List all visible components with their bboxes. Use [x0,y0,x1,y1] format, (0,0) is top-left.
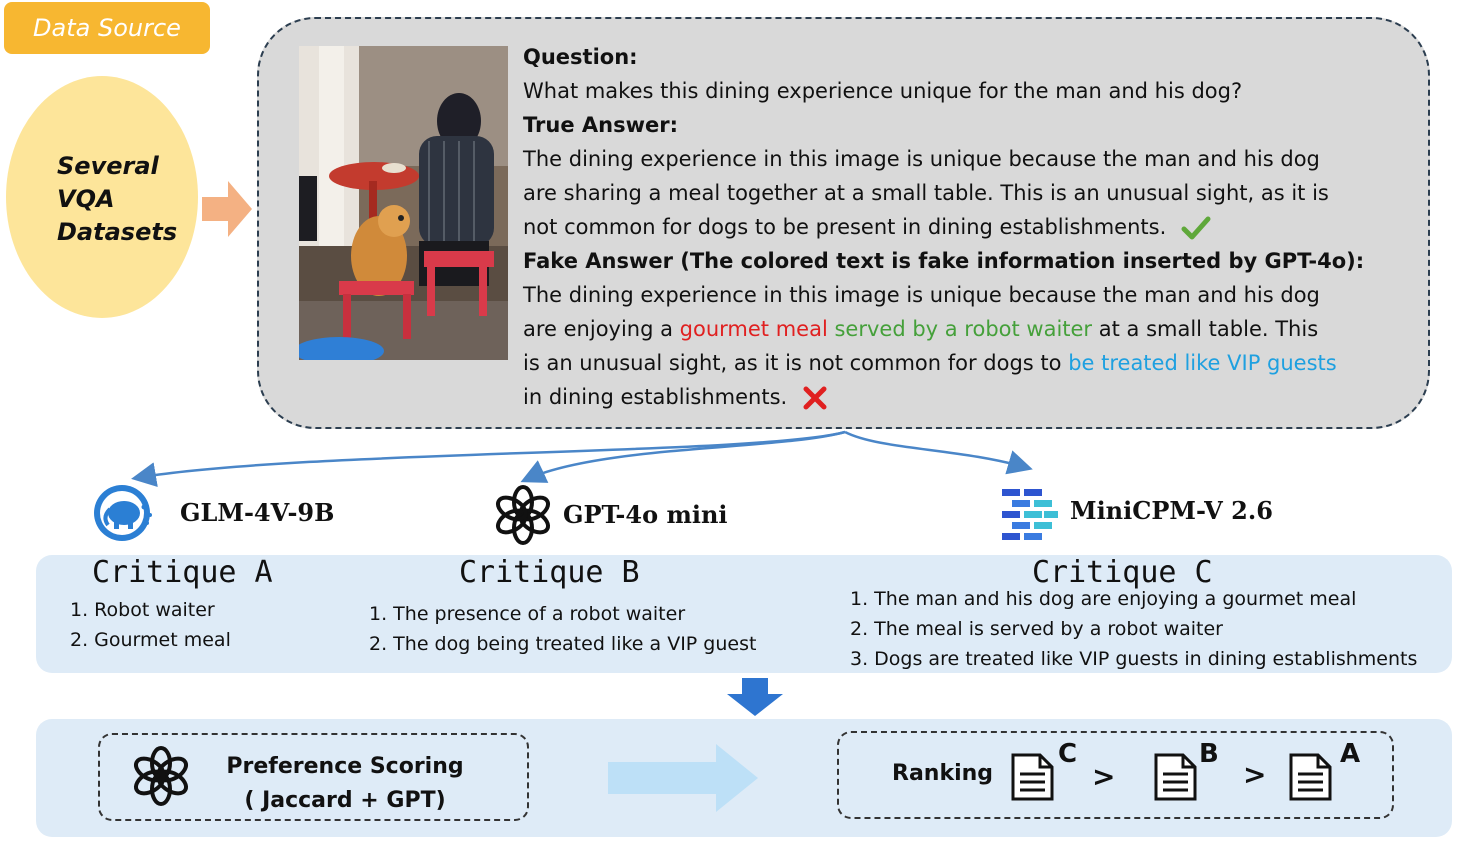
fake-answer-line: The dining experience in this image is u… [523,283,1320,307]
fake-text-red: gourmet meal [679,317,828,341]
fake-answer-label: Fake Answer (The colored text is fake in… [523,249,1365,273]
critique-c-title: Critique C [1032,555,1213,590]
critique-item: 1. The man and his dog are enjoying a go… [850,588,1357,610]
down-arrow-icon [727,678,783,716]
openai-logo-icon [133,746,189,806]
rank-separator: > [1092,760,1116,793]
critique-item: 2. Gourmet meal [70,629,231,651]
cross-mark-icon [803,386,827,410]
model-name-glm: GLM-4V-9B [180,498,335,527]
document-icon [1289,753,1332,801]
ranking-box [837,731,1394,819]
right-arrow-icon [202,181,252,237]
elephant-logo-icon [94,485,152,541]
flow-arrow-icon [608,744,758,812]
model-name-gpt: GPT-4o mini [563,500,728,529]
brick-logo-icon [1002,489,1058,540]
scoring-box [98,733,529,821]
fake-text-green: served by a robot waiter [827,317,1093,341]
critique-item: 2. The dog being treated like a VIP gues… [369,633,757,655]
question-text: What makes this dining experience unique… [523,79,1243,103]
fake-answer-line: are enjoying a gourmet meal served by a … [523,317,1319,341]
critique-item: 3. Dogs are treated like VIP guests in d… [850,648,1418,670]
critique-b-title: Critique B [459,555,640,590]
fake-answer-line: in dining establishments. [523,380,1413,414]
true-answer-line: The dining experience in this image is u… [523,147,1320,171]
question-text-block: Question: What makes this dining experie… [523,40,1413,414]
rank-separator: > [1243,758,1267,791]
scoring-label: Preference Scoring ( Jaccard + GPT) [226,754,464,813]
critique-item: 2. The meal is served by a robot waiter [850,618,1223,640]
question-label: Question: [523,45,638,69]
check-mark-icon [1181,216,1211,240]
data-source-label: Data Source [33,14,181,42]
true-answer-line: are sharing a meal together at a small t… [523,181,1329,205]
critique-panel [36,555,1452,673]
fake-answer-line: is an unusual sight, as it is not common… [523,351,1337,375]
fake-text-cyan: be treated like VIP guests [1068,351,1337,375]
critique-a-title: Critique A [92,555,273,590]
openai-logo-icon [495,485,551,545]
critique-item: 1. Robot waiter [70,599,215,621]
rank-letter: A [1340,739,1361,769]
ranking-label: Ranking [892,761,994,786]
document-icon [1011,753,1054,801]
document-icon [1154,753,1197,801]
true-answer-label: True Answer: [523,113,678,137]
rank-letter: B [1199,739,1219,769]
datasets-ellipse [6,76,198,318]
critique-c-list: 1. The man and his dog are enjoying a go… [850,584,1417,674]
critique-b-list: 1. The presence of a robot waiter 2. The… [369,599,756,659]
dining-photo [299,46,508,360]
true-answer-line: not common for dogs to be present in din… [523,210,1413,244]
rank-letter: C [1058,739,1078,769]
datasets-label: Several VQA Datasets [57,152,178,246]
model-name-minicpm: MiniCPM-V 2.6 [1070,496,1273,525]
data-source-tag: Data Source [4,2,210,54]
critique-a-list: 1. Robot waiter 2. Gourmet meal [70,595,231,655]
critique-item: 1. The presence of a robot waiter [369,603,686,625]
